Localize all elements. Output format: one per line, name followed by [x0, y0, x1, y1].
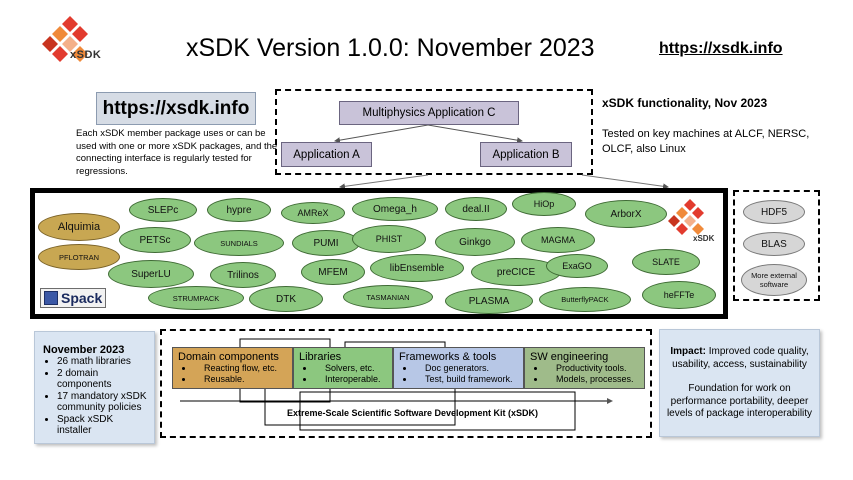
package-pflotran[interactable]: PFLOTRAN [38, 244, 120, 270]
header-url-link[interactable]: https://xsdk.info [659, 40, 783, 57]
spack-icon [44, 291, 58, 305]
component-item: Interoperable. [315, 374, 388, 385]
package-mfem[interactable]: MFEM [301, 259, 365, 285]
xsdk-mini-text: xSDK [693, 234, 715, 243]
page-title: xSDK Version 1.0.0: November 2023 [186, 34, 595, 62]
package-box [30, 188, 728, 319]
package-dealii[interactable]: deal.II [445, 197, 507, 221]
package-magma[interactable]: MAGMA [521, 227, 595, 253]
package-slate[interactable]: SLATE [632, 249, 700, 275]
package-dtk[interactable]: DTK [249, 286, 323, 312]
component-item: Reusable. [194, 374, 288, 385]
package-alquimia[interactable]: Alquimia [38, 213, 120, 241]
logo-text: xSDK [70, 49, 102, 61]
spack-badge[interactable]: Spack [40, 288, 106, 308]
impact-label: Impact: [670, 346, 706, 357]
url-box[interactable]: https://xsdk.info [96, 92, 256, 125]
foundation-text: Foundation for work on performance porta… [666, 383, 813, 419]
package-hiop[interactable]: HiOp [512, 192, 576, 216]
impact-note: Impact: Improved code quality, usability… [659, 329, 820, 437]
component-item: Reacting flow, etc. [194, 363, 288, 374]
component-items: Doc generators. Test, build framework. [399, 363, 519, 385]
component-sw-engineering[interactable]: SW engineering Productivity tools. Model… [524, 347, 645, 389]
summary-item: 17 mandatory xSDK community policies [57, 391, 148, 414]
component-title: SW engineering [530, 351, 609, 363]
package-pumi[interactable]: PUMI [292, 230, 360, 256]
impact-text: Improved code quality, usability, access… [672, 346, 809, 370]
component-items: Reacting flow, etc. Reusable. [178, 363, 288, 385]
component-title: Libraries [299, 351, 342, 363]
external-box [733, 190, 820, 301]
spack-label: Spack [61, 290, 103, 306]
package-heffte[interactable]: heFFTe [642, 281, 716, 309]
external-blas[interactable]: BLAS [743, 232, 805, 256]
package-strumpack[interactable]: STRUMPACK [148, 286, 244, 310]
component-items: Solvers, etc. Interoperable. [299, 363, 388, 385]
package-plasma[interactable]: PLASMA [445, 288, 533, 314]
functionality-title: xSDK functionality, Nov 2023 [602, 96, 768, 110]
package-arborx[interactable]: ArborX [585, 200, 667, 228]
xsdk-mini-logo [668, 199, 704, 235]
external-hdf5[interactable]: HDF5 [743, 200, 805, 224]
kit-box [160, 329, 652, 438]
functionality-text: Tested on key machines at ALCF, NERSC, O… [602, 128, 810, 155]
package-hypre[interactable]: hypre [207, 198, 271, 222]
package-superlu[interactable]: SuperLU [108, 260, 194, 288]
summary-note-title: November 2023 [43, 344, 125, 356]
package-butterflypack[interactable]: ButterflyPACK [539, 287, 631, 312]
impact-line: Impact: Improved code quality, usability… [666, 346, 813, 371]
package-tasmanian[interactable]: TASMANIAN [343, 285, 433, 309]
summary-list: 26 math libraries 2 domain components 17… [43, 356, 148, 437]
summary-note: November 2023 26 math libraries 2 domain… [34, 331, 155, 444]
package-phist[interactable]: PHIST [352, 225, 426, 253]
component-items: Productivity tools. Models, processes. [530, 363, 640, 385]
package-sundials[interactable]: SUNDIALS [194, 230, 284, 256]
package-omega-h[interactable]: Omega_h [352, 197, 438, 221]
package-trilinos[interactable]: Trilinos [210, 262, 276, 288]
package-amrex[interactable]: AMReX [281, 202, 345, 224]
app-b-node[interactable]: Application B [480, 142, 572, 167]
component-item: Test, build framework. [415, 374, 519, 385]
component-libraries[interactable]: Libraries Solvers, etc. Interoperable. [293, 347, 393, 389]
member-description: Each xSDK member package uses or can be … [76, 128, 278, 177]
package-slepc[interactable]: SLEPc [129, 198, 197, 222]
external-more[interactable]: More external software [741, 264, 807, 296]
package-libensemble[interactable]: libEnsemble [370, 254, 464, 282]
app-a-node[interactable]: Application A [281, 142, 372, 167]
app-c-node[interactable]: Multiphysics Application C [339, 101, 519, 125]
component-item: Solvers, etc. [315, 363, 388, 374]
multiphysics-box [275, 89, 593, 175]
xsdk-logo [42, 16, 88, 62]
package-ginkgo[interactable]: Ginkgo [435, 228, 515, 256]
component-frameworks[interactable]: Frameworks & tools Doc generators. Test,… [393, 347, 524, 389]
component-item: Models, processes. [546, 374, 640, 385]
component-title: Frameworks & tools [399, 351, 497, 363]
component-item: Productivity tools. [546, 363, 640, 374]
component-domain[interactable]: Domain components Reacting flow, etc. Re… [172, 347, 293, 389]
package-petsc[interactable]: PETSc [119, 227, 191, 253]
kit-label: Extreme-Scale Scientific Software Develo… [286, 408, 539, 418]
summary-item: 2 domain components [57, 368, 148, 391]
component-item: Doc generators. [415, 363, 519, 374]
package-exago[interactable]: ExaGO [546, 254, 608, 278]
component-title: Domain components [178, 351, 279, 363]
summary-item: Spack xSDK installer [57, 414, 148, 437]
summary-item: 26 math libraries [57, 356, 148, 368]
